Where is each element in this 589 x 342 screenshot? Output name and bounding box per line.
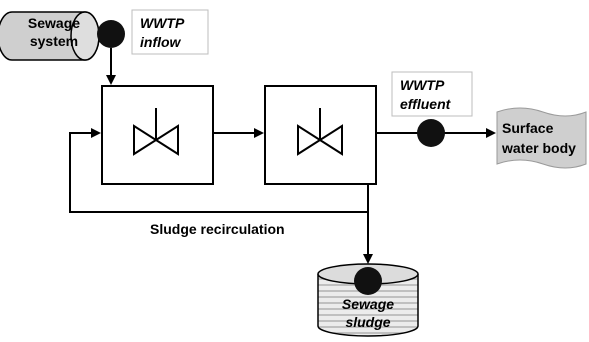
sludge-sample-point <box>354 267 382 295</box>
sludge-recirculation-loop <box>69 128 369 213</box>
surface-water-label-line1: Surface <box>502 120 554 136</box>
wwtp-effluent-label-line2: effluent <box>400 96 452 112</box>
inflow-sample-point <box>97 20 125 48</box>
sewage-system-label-line2: system <box>30 33 78 49</box>
sewage-system-cylinder <box>0 11 100 61</box>
mixer-icon-1 <box>133 108 179 156</box>
surface-water-label-line2: water body <box>501 140 576 156</box>
sludge-recirculation-label: Sludge recirculation <box>150 221 285 237</box>
effluent-sample-point <box>417 119 445 147</box>
treatment-tank-1 <box>101 85 214 185</box>
wwtp-effluent-label-line1: WWTP <box>400 77 445 93</box>
wwtp-inflow-label-line1: WWTP <box>140 15 185 31</box>
wwtp-effluent-box <box>391 71 473 117</box>
mixer-icon-2 <box>297 108 343 156</box>
surface-water-body <box>496 107 587 169</box>
sewage-system-label-line1: Sewage <box>28 15 80 31</box>
wwtp-inflow-label-line2: inflow <box>140 34 182 50</box>
sewage-sludge-label-line2: sludge <box>345 314 390 330</box>
wwtp-inflow-box <box>131 9 209 55</box>
sewage-sludge-label-line1: Sewage <box>342 296 394 312</box>
